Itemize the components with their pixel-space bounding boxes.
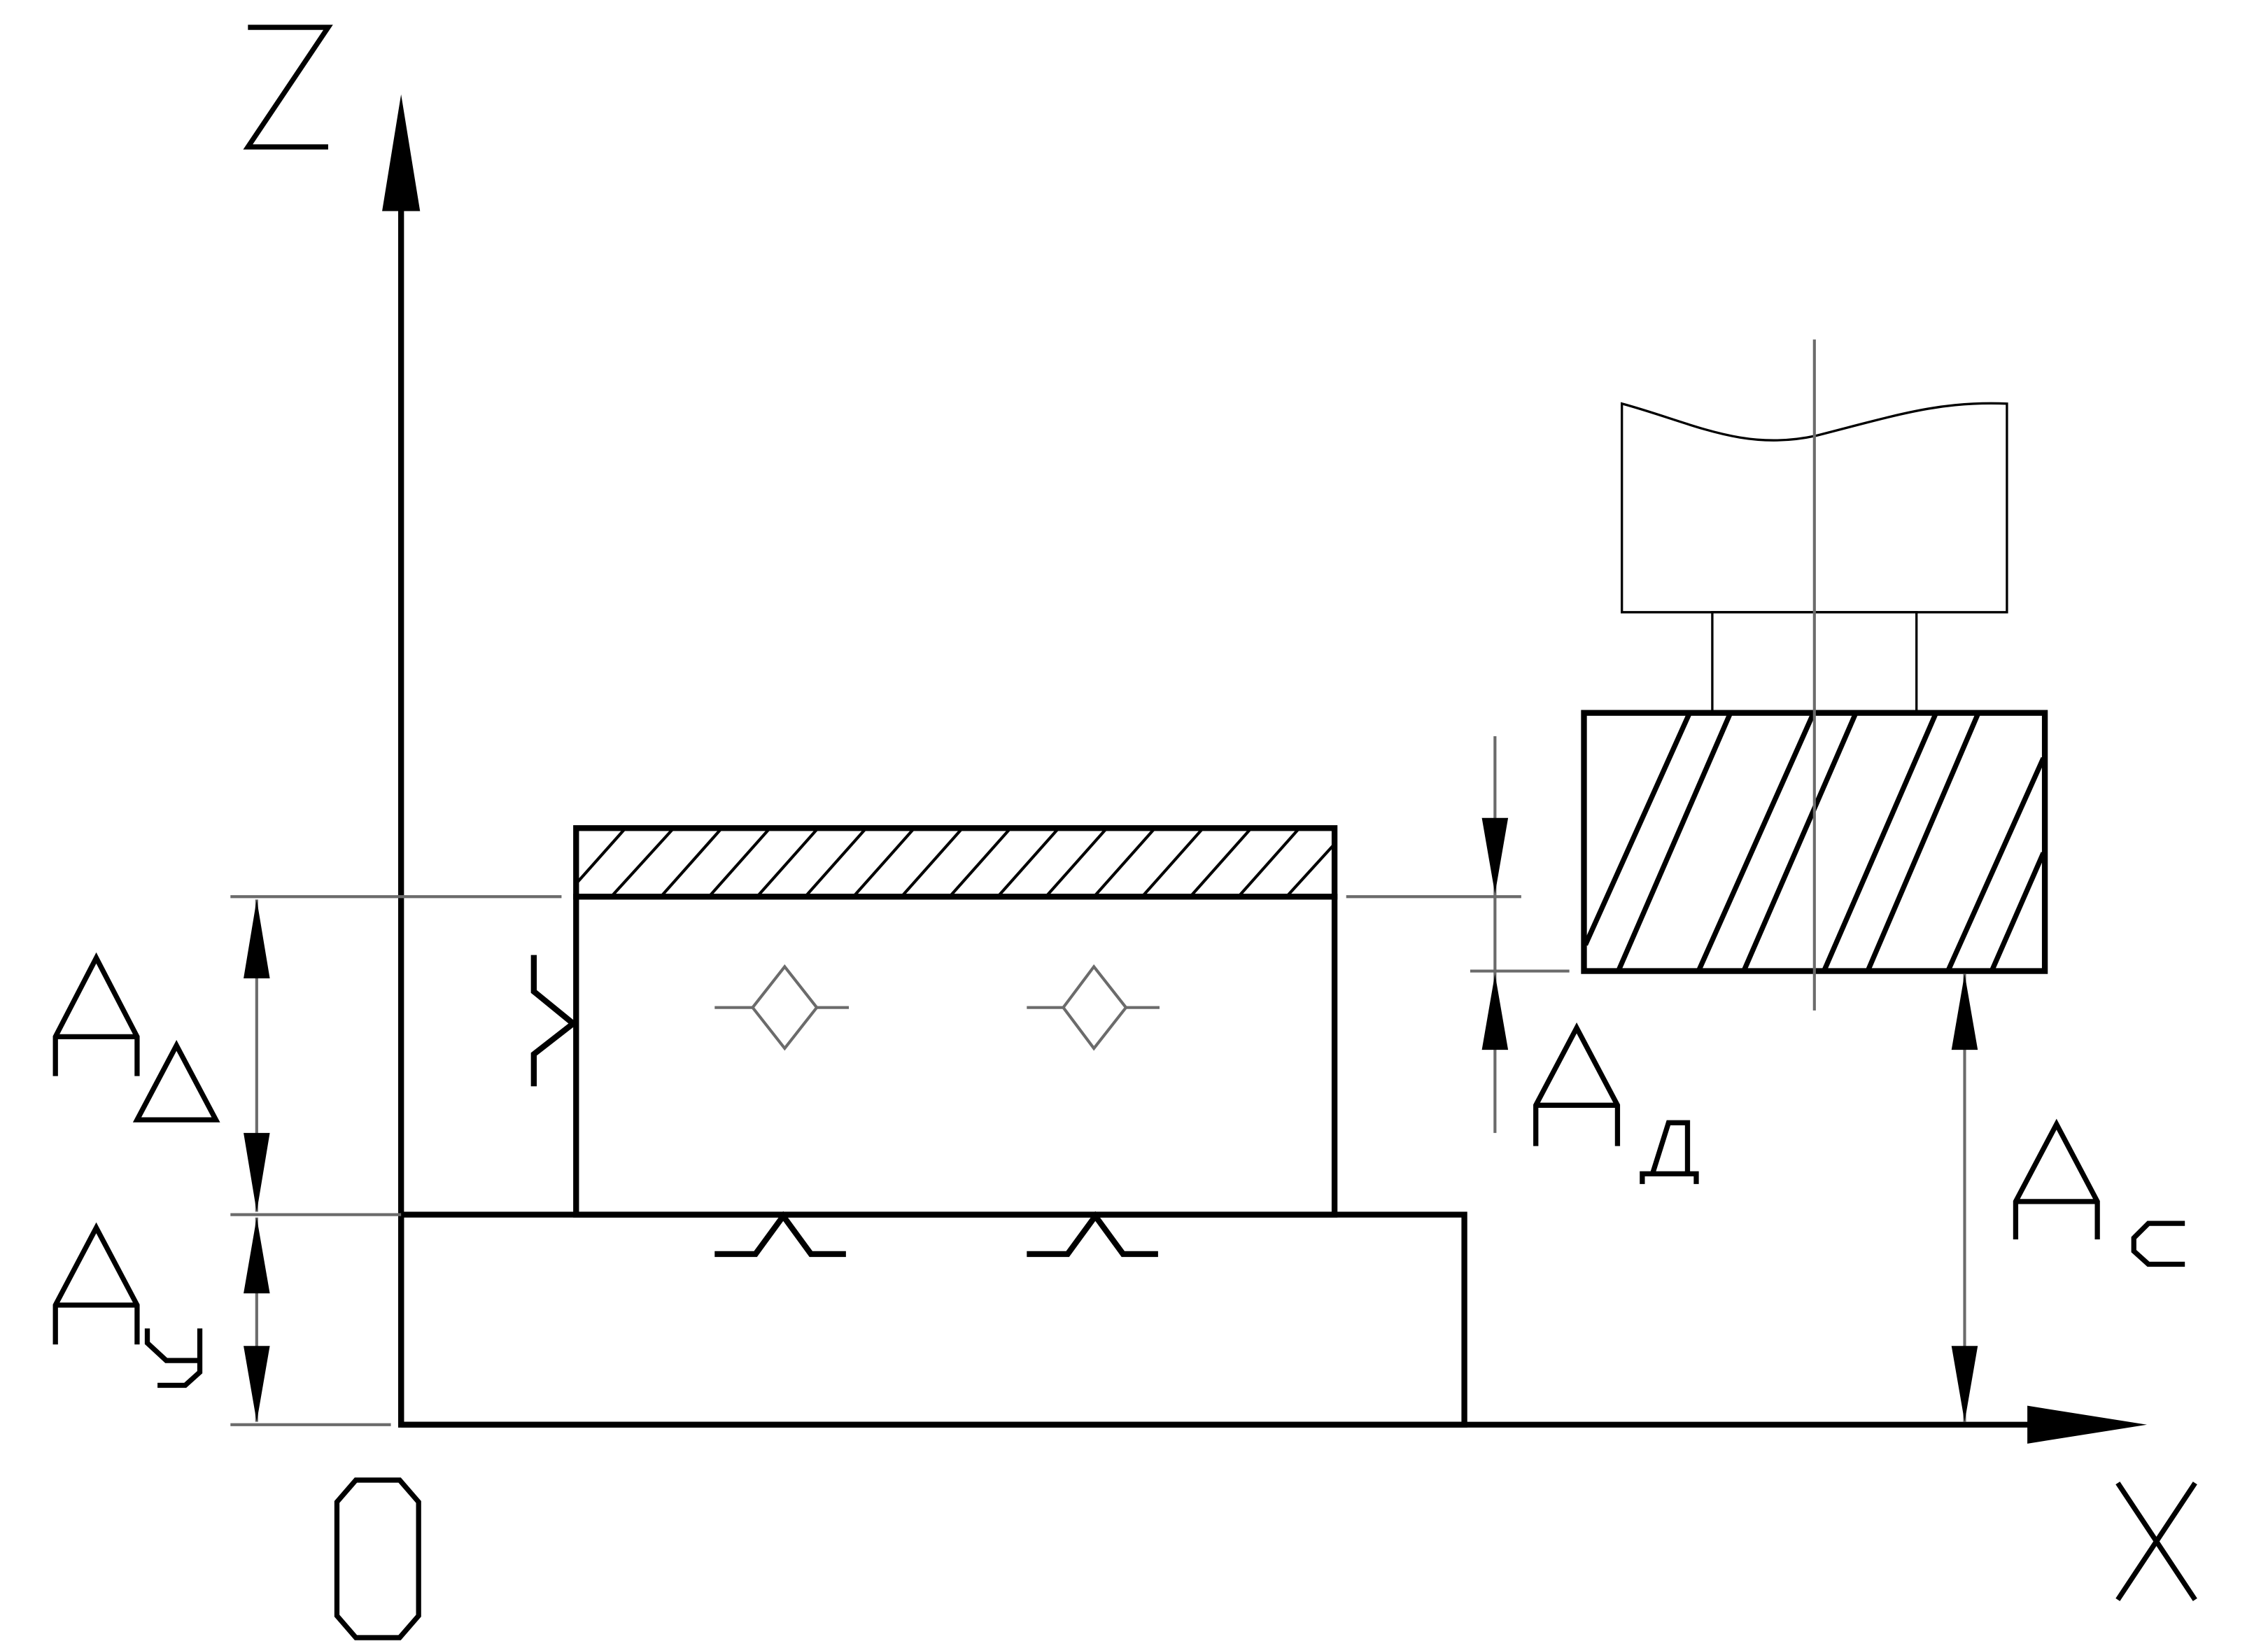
centering-symbol-right — [1027, 964, 1160, 1051]
a-y-text: Aу — [58, 1263, 160, 1360]
bottom-support-symbol-left — [714, 1211, 846, 1258]
label-a-c — [2013, 1118, 2185, 1267]
extension-lines — [230, 895, 1570, 1426]
dimension-a-c — [1951, 973, 1978, 1422]
bottom-support-symbol-right — [1027, 1211, 1158, 1258]
allowance-hatching — [576, 828, 1334, 896]
dimension-a-d — [1481, 736, 1509, 1133]
centering-symbol-left — [714, 964, 850, 1051]
z-axis-label — [243, 24, 333, 150]
x-axis-label — [2115, 1482, 2197, 1601]
origin-label — [334, 1477, 421, 1640]
label-a-y — [52, 1222, 203, 1388]
cutter-hatching — [1583, 713, 2046, 971]
spindle-body — [1621, 402, 2008, 614]
workpiece-body — [573, 894, 1338, 1218]
workpiece — [573, 825, 1338, 1218]
label-a-delta — [52, 952, 220, 1123]
dimension-a-delta — [244, 899, 270, 1212]
fixture-base — [397, 1211, 1467, 1428]
label-a-d — [1533, 1022, 1699, 1184]
z-axis-arrowhead — [382, 94, 421, 211]
dimension-a-y — [244, 1217, 270, 1422]
machining-allowance-layer — [573, 825, 1338, 900]
side-locator-symbol — [530, 955, 578, 1087]
a-d-text: Aд — [1539, 1063, 1648, 1160]
cutting-tool — [1581, 339, 2048, 1011]
x-axis-arrowhead — [2027, 1405, 2148, 1444]
